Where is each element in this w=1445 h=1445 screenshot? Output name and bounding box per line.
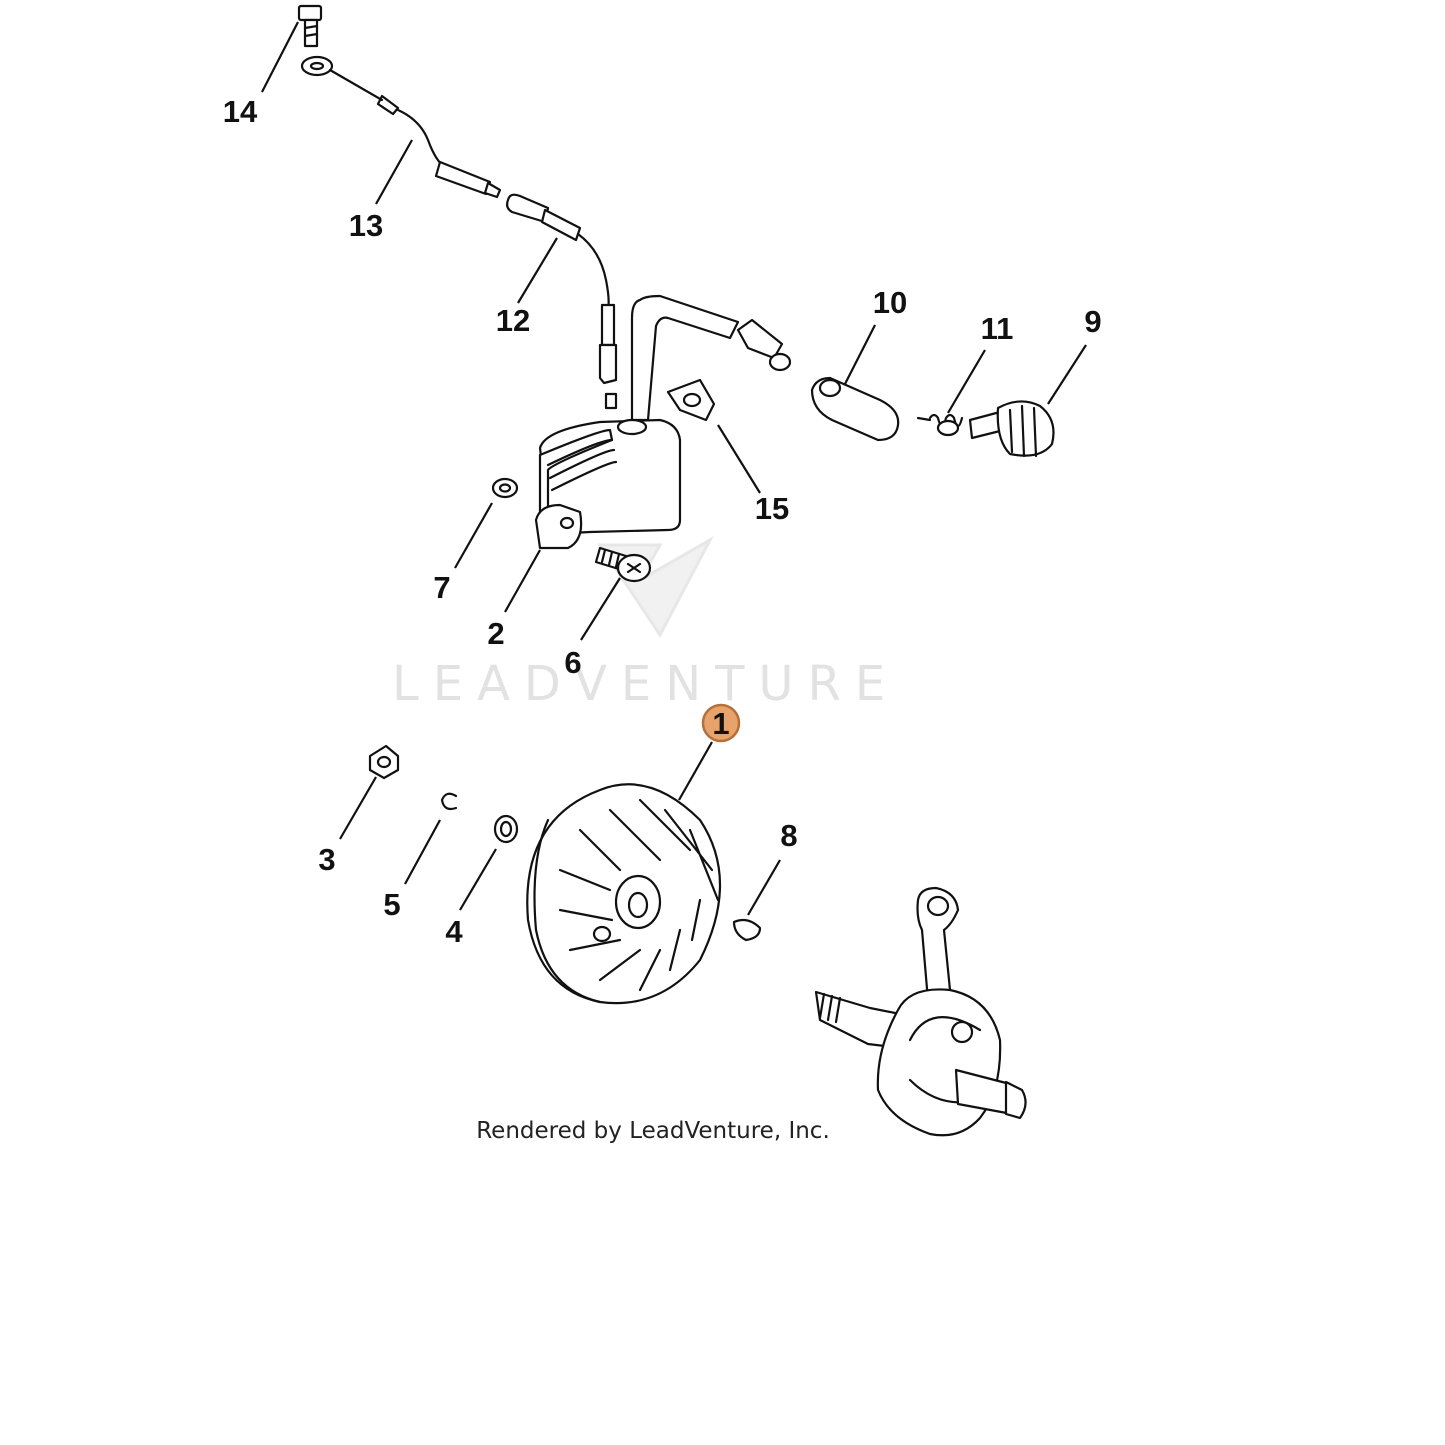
callout-6[interactable]: 6 (564, 645, 581, 680)
callouts: 1 2 3 4 5 6 7 8 9 10 11 12 13 14 15 (223, 94, 1102, 949)
callout-5[interactable]: 5 (383, 887, 400, 922)
part-9-terminal[interactable] (968, 400, 1055, 458)
callout-15[interactable]: 15 (755, 491, 789, 526)
watermark-text: LEADVENTURE (392, 656, 899, 712)
part-5-clip[interactable] (440, 792, 458, 811)
callout-4[interactable]: 4 (445, 914, 463, 949)
callout-7[interactable]: 7 (433, 570, 450, 605)
callout-1[interactable]: 1 (712, 706, 729, 741)
footer-credit: Rendered by LeadVenture, Inc. (476, 1118, 830, 1144)
part-12-connector-wire[interactable] (506, 193, 618, 385)
callout-8[interactable]: 8 (780, 818, 797, 853)
part-2-ignition-coil[interactable] (534, 294, 740, 550)
part-10-spark-boot[interactable] (810, 376, 900, 442)
callout-10[interactable]: 10 (873, 285, 907, 320)
part-7-washer[interactable] (491, 477, 519, 499)
callout-13[interactable]: 13 (349, 208, 383, 243)
callout-11[interactable]: 11 (981, 311, 1014, 346)
leader-lines (261, 21, 1087, 916)
part-13-ground-wire[interactable] (300, 55, 502, 199)
part-4-washer[interactable] (493, 814, 519, 844)
part-15-grommet[interactable] (666, 378, 716, 422)
part-6-screw[interactable] (594, 546, 652, 583)
callout-2[interactable]: 2 (487, 616, 504, 651)
part-1-flywheel[interactable] (526, 783, 721, 1005)
callout-14[interactable]: 14 (223, 94, 258, 129)
callout-9[interactable]: 9 (1084, 304, 1101, 339)
part-8-key[interactable] (732, 918, 762, 942)
part-11-spring[interactable] (916, 413, 964, 437)
callout-12[interactable]: 12 (496, 303, 530, 338)
part-3-nut[interactable] (368, 744, 400, 780)
callout-1-highlight (701, 703, 741, 743)
spark-plug-tube[interactable] (736, 318, 792, 372)
crankshaft[interactable] (814, 886, 1027, 1137)
callout-3[interactable]: 3 (318, 842, 335, 877)
part-14-bolt[interactable] (297, 4, 323, 48)
